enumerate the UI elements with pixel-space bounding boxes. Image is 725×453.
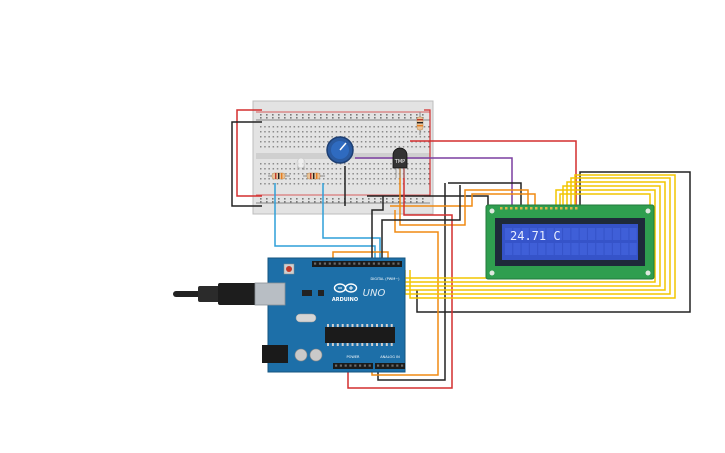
- led-left[interactable]: [296, 157, 306, 170]
- wire-black-arduino-2[interactable]: [381, 185, 461, 263]
- lcd-text: 24.71 C: [510, 229, 561, 243]
- lcd-cells: [505, 228, 637, 255]
- wire-red[interactable]: [236, 109, 262, 197]
- sensor-label: TMP: [394, 159, 405, 165]
- wire-black-arduino[interactable]: [371, 196, 384, 263]
- power-jack: [262, 345, 288, 363]
- arduino-logo-text: ARDUINO: [332, 297, 358, 303]
- resistor-left-1[interactable]: [268, 172, 290, 180]
- wire-blue-2[interactable]: [322, 183, 381, 263]
- wire-black-lcd-2[interactable]: [367, 195, 489, 207]
- arduino-model: UNO: [363, 288, 386, 299]
- lcd-header-pins: [500, 207, 578, 210]
- usb-plug: [198, 286, 220, 302]
- analog-label: ANALOG IN: [380, 355, 400, 359]
- wire-blue-1[interactable]: [274, 183, 376, 263]
- atmega-chip: [325, 327, 395, 343]
- wire-orange-4[interactable]: [371, 210, 439, 376]
- wire-black[interactable]: [231, 121, 262, 207]
- wire-black-lcd-1[interactable]: [448, 182, 522, 207]
- usb-socket: [254, 282, 286, 306]
- lcd-display[interactable]: 24.71 C: [485, 204, 655, 280]
- wire-orange-3[interactable]: [390, 193, 536, 207]
- power-label: POWER: [347, 355, 361, 359]
- potentiometer[interactable]: [326, 136, 354, 164]
- arduino-board[interactable]: ARDUINO UNO DIGITAL (PWM~) POWER ANALOG …: [173, 257, 406, 373]
- resistor-top[interactable]: [416, 112, 424, 135]
- wire-red-lcd[interactable]: [410, 140, 577, 207]
- arduino-logo-icon: [333, 283, 358, 293]
- digital-label: DIGITAL (PWM~): [370, 277, 400, 281]
- chip-pins: [327, 324, 393, 346]
- temperature-sensor[interactable]: TMP: [392, 147, 408, 178]
- power-analog-header[interactable]: [335, 364, 404, 367]
- resistor-left-2[interactable]: [303, 172, 325, 180]
- wire-orange-1[interactable]: [399, 168, 529, 226]
- wire-red-power[interactable]: [347, 168, 453, 389]
- digital-header[interactable]: [314, 262, 400, 265]
